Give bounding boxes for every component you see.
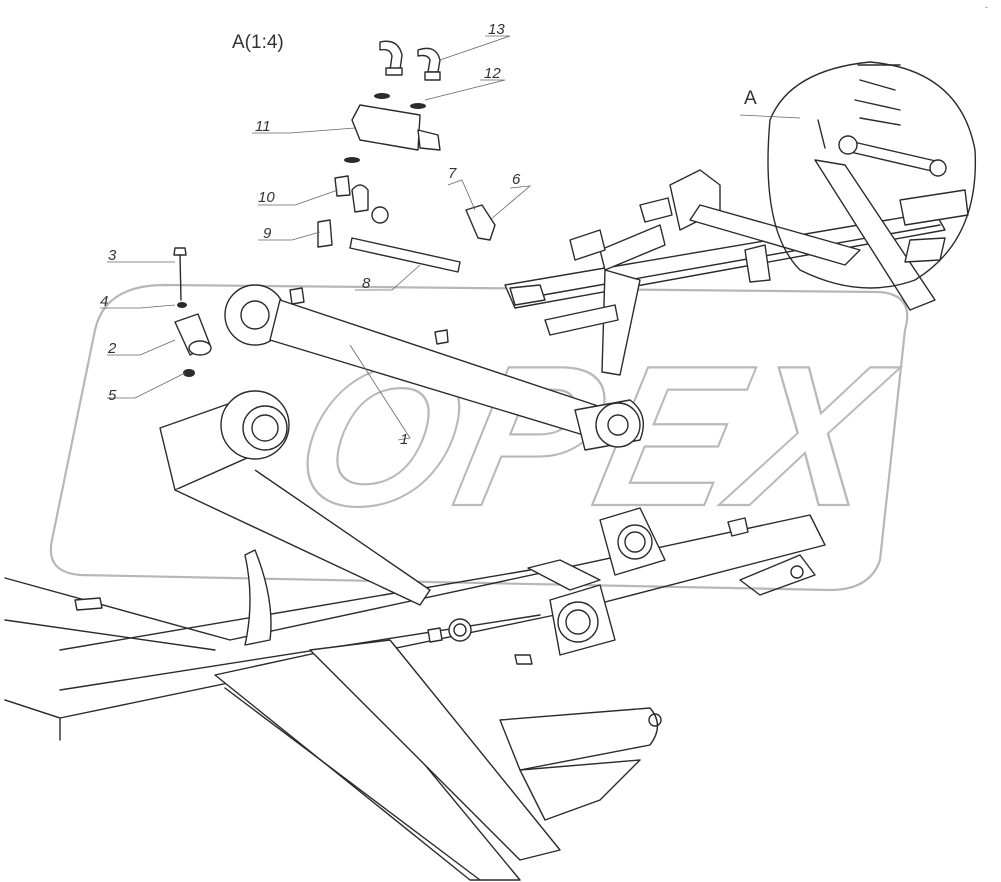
callout-2: 2: [107, 340, 117, 357]
callout-12: 11: [255, 118, 271, 135]
callout-6-partial: 6: [512, 171, 521, 188]
corner-mark: -: [985, 2, 988, 12]
hydraulic-parts: [317, 40, 496, 273]
callout-3: 3: [108, 247, 117, 264]
link-rod: [224, 284, 644, 451]
callout-10: 10: [258, 189, 275, 206]
bracket-assembly: [427, 507, 816, 656]
callout-13: 13: [488, 21, 505, 38]
main-frame: [4, 514, 826, 881]
callout-11: 12: [484, 65, 501, 82]
lever-arm: [159, 390, 431, 606]
callout-8: 8: [362, 275, 371, 292]
leader-lines: [100, 35, 532, 441]
section-marker-label: A: [744, 88, 757, 109]
frame-assembly: [504, 61, 977, 376]
callout-4: 4: [100, 293, 108, 310]
callout-5: 5: [108, 387, 117, 404]
callout-9: 9: [263, 225, 272, 242]
pin-parts: [173, 247, 212, 377]
callout-7: 7: [448, 165, 457, 182]
detail-view-label: A(1:4): [232, 32, 284, 53]
callout-1: 1: [400, 431, 408, 448]
callout-labels: 13 12 11 7 6 10 9 8 3 4 2 5 1: [100, 21, 521, 448]
